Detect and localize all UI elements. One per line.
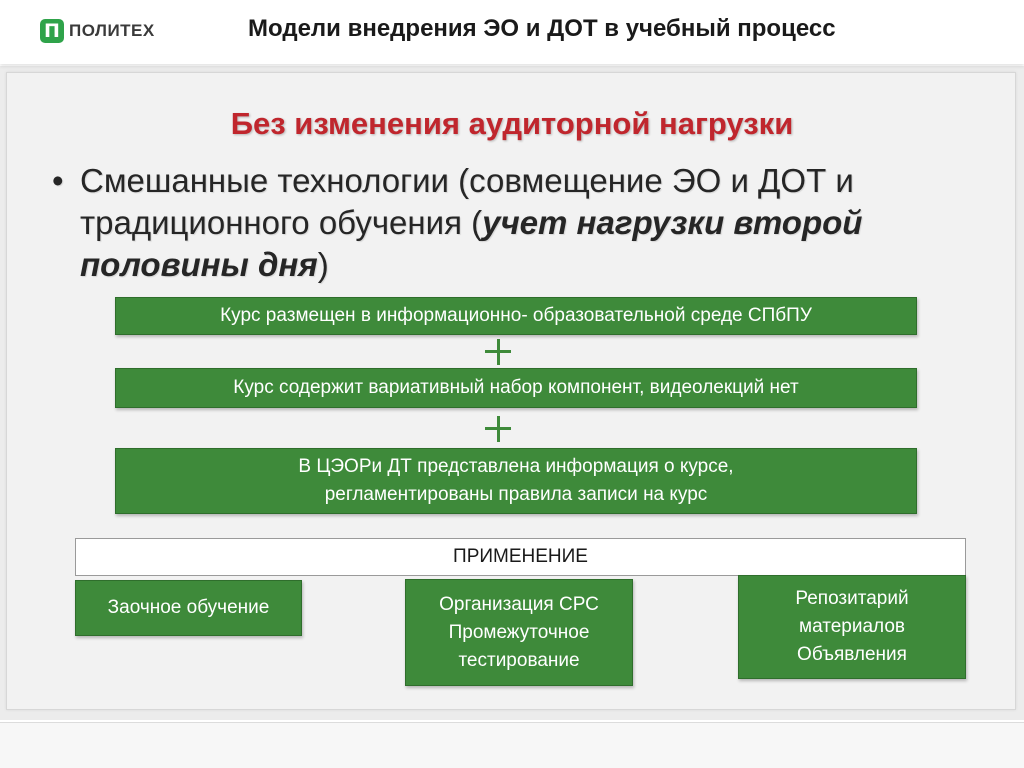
bullet-emphasis-1: учет нагрузки второй	[482, 204, 863, 241]
bullet-text: Смешанные технологии (совмещение ЭО и ДО…	[80, 160, 970, 286]
slide-header: П ПОЛИТЕХ Модели внедрения ЭО и ДОТ в уч…	[0, 0, 1024, 64]
page-title: Модели внедрения ЭО и ДОТ в учебный проц…	[248, 15, 836, 42]
plus-icon	[485, 339, 511, 365]
application-box-srs: Организация СРС Промежуточное тестирован…	[405, 579, 633, 686]
pi-logo-icon: П	[40, 19, 64, 43]
application-header: ПРИМЕНЕНИЕ	[75, 538, 966, 576]
plus-icon	[485, 416, 511, 442]
bullet-emphasis-2: половины дня	[80, 246, 318, 283]
step-box-2: Курс содержит вариативный набор компонен…	[115, 368, 917, 408]
bullet-text-line2: традиционного обучения (	[80, 204, 483, 241]
application-box-correspondence: Заочное обучение	[75, 580, 302, 636]
politech-logo: П ПОЛИТЕХ	[40, 17, 155, 45]
bullet-icon: •	[52, 162, 64, 199]
slide-footer	[0, 722, 1024, 768]
slide-content: Без изменения аудиторной нагрузки • Смеш…	[0, 66, 1024, 720]
application-box-repository: Репозитарий материалов Объявления	[738, 575, 966, 679]
step-box-3: В ЦЭОРи ДТ представлена информация о кур…	[115, 448, 917, 514]
logo-text: ПОЛИТЕХ	[69, 21, 155, 40]
bullet-text-line1: Смешанные технологии (совмещение ЭО и ДО…	[80, 162, 854, 199]
bullet-text-end: )	[317, 246, 329, 283]
step-box-1: Курс размещен в информационно- образоват…	[115, 297, 917, 335]
section-title: Без изменения аудиторной нагрузки	[230, 106, 794, 141]
